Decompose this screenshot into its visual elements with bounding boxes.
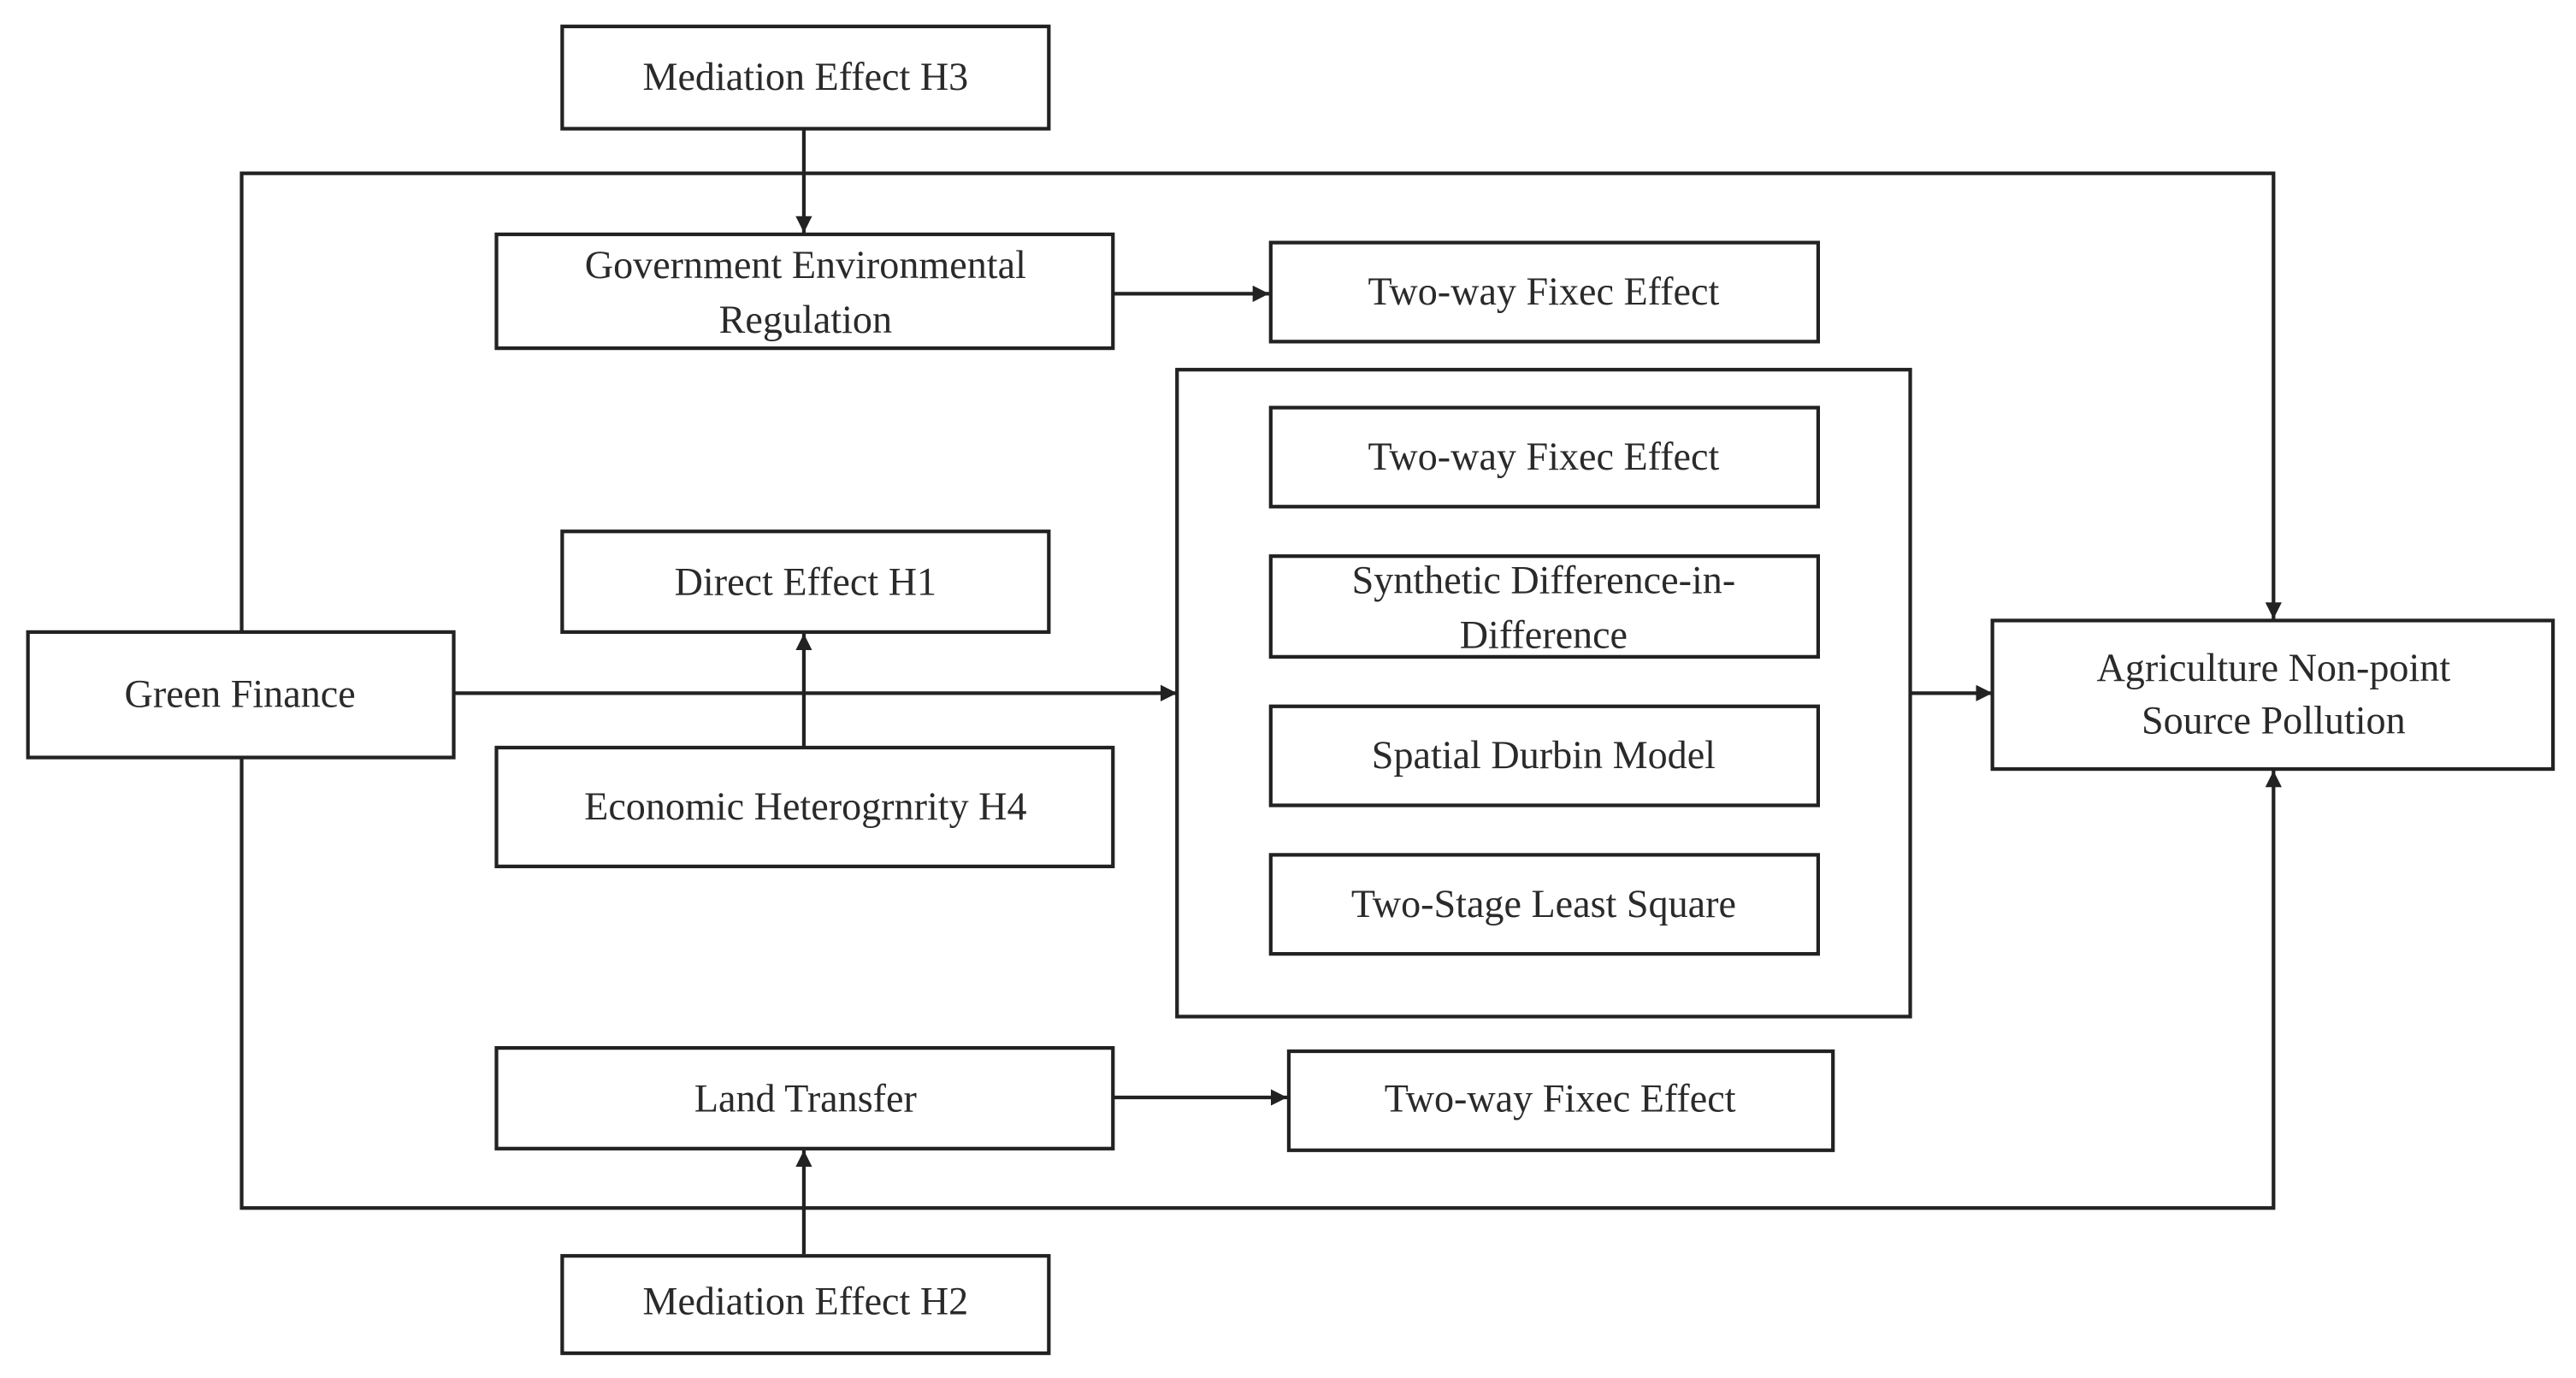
svg-text:Two-way Fixec Effect: Two-way Fixec Effect (1368, 435, 1719, 478)
svg-text:Mediation Effect H2: Mediation Effect H2 (642, 1280, 968, 1323)
svg-text:Economic Heterogrnrity H4: Economic Heterogrnrity H4 (584, 784, 1026, 828)
svg-text:Land Transfer: Land Transfer (694, 1076, 917, 1120)
node-mediation-effect-h3: Mediation Effect H3 (560, 24, 1051, 131)
node-spatial-durbin-model: Spatial Durbin Model (1268, 704, 1821, 807)
node-two-way-fixed-effect-bottom: Two-way Fixec Effect (1286, 1049, 1835, 1152)
svg-text:Source Pollution: Source Pollution (2142, 699, 2406, 742)
node-land-transfer: Land Transfer (494, 1046, 1115, 1150)
node-synthetic-difference-in-difference: Synthetic Difference-in- Difference (1268, 554, 1821, 659)
svg-text:Two-Stage Least Square: Two-Stage Least Square (1351, 882, 1736, 926)
node-two-way-fixed-effect-methods: Two-way Fixec Effect (1268, 405, 1821, 509)
node-direct-effect-h1: Direct Effect H1 (560, 529, 1051, 635)
svg-text:Green Finance: Green Finance (125, 672, 356, 716)
edge-green-finance-bottom-loop (239, 757, 2282, 1210)
node-economic-heterogeneity-h4: Economic Heterogrnrity H4 (494, 745, 1115, 869)
node-government-environmental-regulation: Government Environmental Regulation (494, 232, 1115, 351)
node-green-finance: Green Finance (26, 630, 456, 760)
svg-text:Mediation Effect H3: Mediation Effect H3 (642, 55, 968, 98)
edge-green-finance-top-loop (239, 171, 2282, 632)
svg-text:Agriculture Non-point: Agriculture Non-point (2096, 646, 2450, 689)
svg-text:Regulation: Regulation (719, 298, 892, 341)
node-mediation-effect-h2: Mediation Effect H2 (560, 1254, 1051, 1356)
svg-text:Two-way Fixec Effect: Two-way Fixec Effect (1368, 269, 1719, 313)
methods-group-box (1175, 368, 1912, 1019)
node-two-way-fixed-effect-top: Two-way Fixec Effect (1268, 240, 1821, 344)
node-two-stage-least-square: Two-Stage Least Square (1268, 853, 1821, 956)
svg-text:Difference: Difference (1460, 612, 1628, 656)
svg-text:Direct Effect H1: Direct Effect H1 (675, 559, 936, 603)
node-agriculture-non-point-source-pollution: Agriculture Non-point Source Pollution (1990, 618, 2555, 772)
svg-text:Synthetic Difference-in-: Synthetic Difference-in- (1352, 559, 1736, 602)
svg-text:Spatial Durbin Model: Spatial Durbin Model (1372, 733, 1716, 777)
svg-text:Government Environmental: Government Environmental (585, 243, 1026, 287)
svg-text:Two-way Fixec Effect: Two-way Fixec Effect (1385, 1076, 1736, 1120)
